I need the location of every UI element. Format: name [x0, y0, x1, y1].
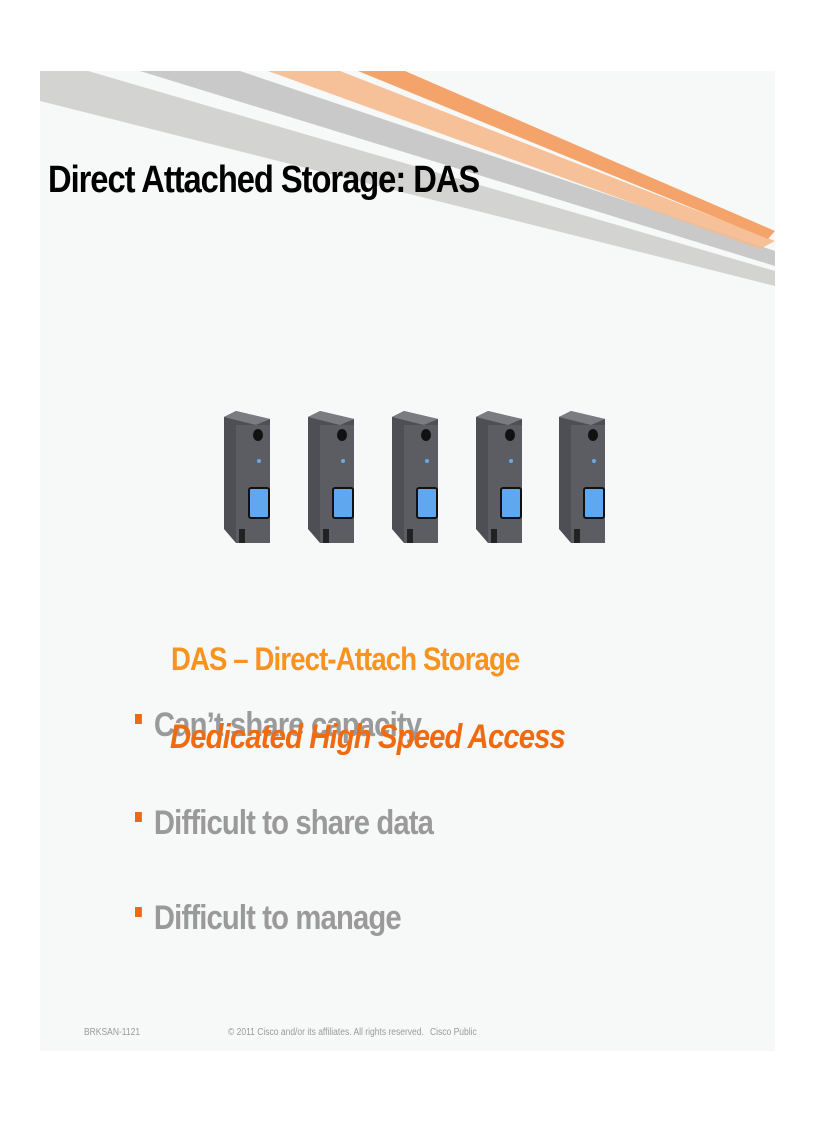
decorative-swoosh-graphic — [40, 71, 775, 286]
footer-classification: Cisco Public — [430, 1027, 477, 1038]
server-tower-icon — [392, 411, 438, 543]
server-tower-icon — [559, 411, 605, 543]
das-heading: DAS – Direct-Attach Storage — [171, 641, 520, 677]
slide: Direct Attached Storage: DAS — [40, 71, 775, 1051]
bullet-text: Can’t share capacity — [153, 706, 422, 744]
footer-session-id: BRKSAN-1121 — [84, 1027, 141, 1038]
overlay-text: Dedicated High Speed Access — [170, 718, 566, 756]
bullet-marker-icon — [135, 907, 142, 918]
server-tower-icon — [308, 411, 354, 543]
server-tower-icon — [224, 411, 270, 543]
bullet-item: Difficult to share data — [135, 804, 434, 843]
bullet-marker-icon — [135, 812, 142, 823]
slide-title: Direct Attached Storage: DAS — [48, 159, 480, 201]
bullet-text: Difficult to manage — [153, 899, 402, 937]
bullet-text: Difficult to share data — [153, 804, 434, 842]
bullet-item: Can’t share capacity — [135, 706, 422, 745]
footer-copyright: © 2011 Cisco and/or its affiliates. All … — [228, 1027, 424, 1038]
bullet-item: Difficult to manage — [135, 899, 402, 938]
server-tower-icon — [476, 411, 522, 543]
bullet-marker-icon — [135, 714, 142, 725]
